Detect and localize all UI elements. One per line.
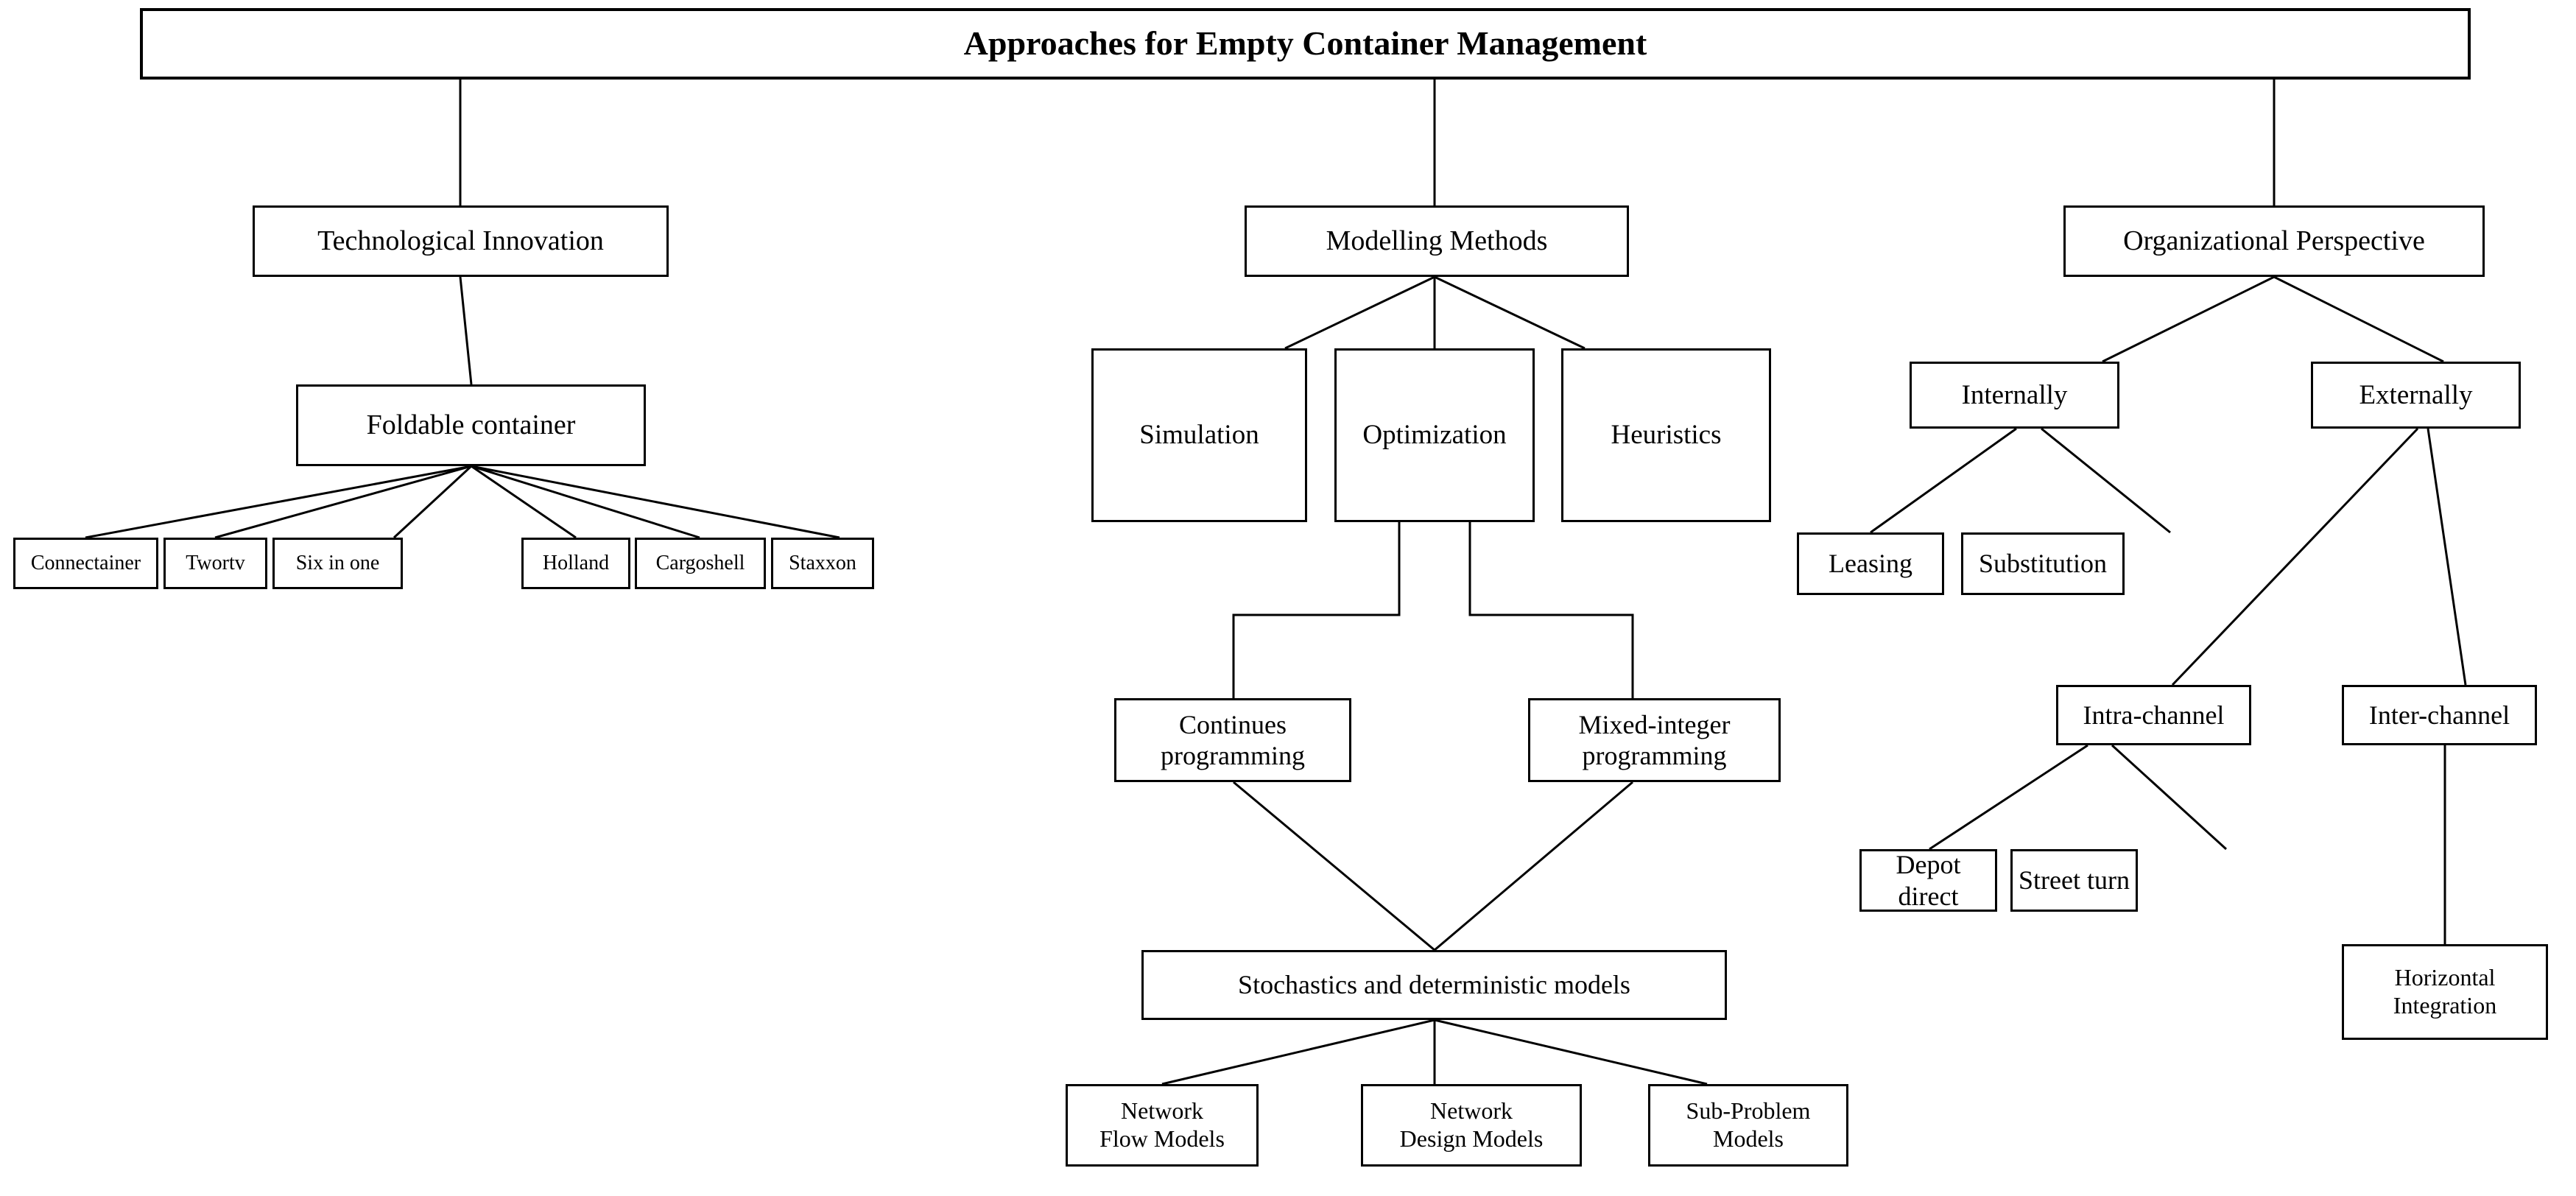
node-network-design-models: Network Design Models (1361, 1084, 1582, 1167)
node-cargoshell-label: Cargoshell (655, 552, 745, 575)
node-stochastics-deterministic-models: Stochastics and deterministic models (1141, 950, 1727, 1020)
node-intra-channel-label: Intra-channel (2083, 700, 2225, 730)
node-horizontal-integration-label: Horizontal Integration (2393, 964, 2497, 1019)
node-foldable-container-label: Foldable container (366, 409, 576, 441)
node-substitution-label: Substitution (1978, 549, 2108, 579)
edge-stochastics-to-subproblem (1434, 1019, 1708, 1086)
node-internally-label: Internally (1961, 379, 2068, 410)
node-holland-label: Holland (542, 552, 610, 575)
edge-foldable-to-connectainer (85, 465, 472, 539)
edge-org-to-externally (2273, 275, 2444, 363)
edge-externally-to-intra (2171, 427, 2419, 686)
node-twortv-label: Twortv (186, 552, 245, 575)
node-leasing: Leasing (1797, 532, 1944, 595)
edge-stochastics-to-flow (1161, 1019, 1435, 1086)
node-intra-channel: Intra-channel (2056, 685, 2251, 745)
node-horizontal-integration: Horizontal Integration (2342, 944, 2548, 1040)
node-street-turn: Street turn (2010, 849, 2138, 912)
node-twortv: Twortv (163, 538, 267, 589)
edge-mixedinteger-to-stochastics (1434, 781, 1633, 951)
node-sub-problem-models-label: Sub-Problem Models (1686, 1097, 1811, 1152)
node-substitution: Substitution (1961, 532, 2125, 595)
edge-tech-to-foldable (459, 276, 473, 385)
edge-modelling-to-heuristics (1434, 275, 1586, 350)
node-network-design-models-label: Network Design Models (1399, 1097, 1544, 1152)
node-technological-innovation-label: Technological Innovation (317, 225, 604, 257)
node-externally: Externally (2311, 362, 2521, 429)
node-connectainer: Connectainer (13, 538, 158, 589)
node-heuristics: Heuristics (1561, 348, 1771, 522)
node-title-label: Approaches for Empty Container Managemen… (963, 24, 1647, 63)
node-depot-direct: Depot direct (1859, 849, 1997, 912)
node-inter-channel: Inter-channel (2342, 685, 2537, 745)
node-externally-label: Externally (2359, 379, 2473, 410)
node-mixed-integer-programming-label: Mixed-integer programming (1578, 709, 1731, 770)
edge-optimization-to-continues (1232, 521, 1401, 698)
edge-foldable-to-cargoshell (471, 465, 700, 539)
node-network-flow-models-label: Network Flow Models (1099, 1097, 1225, 1152)
node-holland: Holland (521, 538, 630, 589)
node-simulation-label: Simulation (1139, 420, 1259, 451)
node-connectainer-label: Connectainer (30, 552, 141, 575)
node-technological-innovation: Technological Innovation (253, 205, 669, 277)
node-title: Approaches for Empty Container Managemen… (140, 8, 2471, 80)
node-organizational-perspective: Organizational Perspective (2063, 205, 2485, 277)
node-six-in-one: Six in one (272, 538, 403, 589)
node-continues-programming-label: Continues programming (1161, 709, 1305, 770)
node-six-in-one-label: Six in one (295, 552, 380, 575)
node-optimization-label: Optimization (1362, 420, 1507, 451)
edge-foldable-to-sixinone (393, 465, 473, 539)
node-modelling-methods-label: Modelling Methods (1326, 225, 1548, 257)
node-continues-programming: Continues programming (1114, 698, 1351, 782)
node-internally: Internally (1910, 362, 2119, 429)
node-street-turn-label: Street turn (2019, 865, 2130, 896)
edge-intra-to-street (2111, 744, 2228, 851)
node-simulation: Simulation (1091, 348, 1307, 522)
node-foldable-container: Foldable container (296, 384, 646, 466)
node-cargoshell: Cargoshell (635, 538, 766, 589)
node-modelling-methods: Modelling Methods (1245, 205, 1629, 277)
edge-org-to-internally (2102, 275, 2275, 363)
node-staxxon-label: Staxxon (789, 552, 856, 575)
node-mixed-integer-programming: Mixed-integer programming (1528, 698, 1781, 782)
node-network-flow-models: Network Flow Models (1066, 1084, 1259, 1167)
edge-externally-to-inter (2427, 428, 2467, 686)
edge-internally-to-leasing (1870, 427, 2017, 534)
edge-modelling-to-simulation (1284, 275, 1435, 350)
node-optimization: Optimization (1334, 348, 1535, 522)
node-depot-direct-label: Depot direct (1896, 850, 1961, 911)
node-heuristics-label: Heuristics (1611, 420, 1722, 451)
node-organizational-perspective-label: Organizational Perspective (2123, 225, 2425, 257)
edge-continues-to-stochastics (1233, 781, 1435, 951)
node-inter-channel-label: Inter-channel (2368, 700, 2510, 730)
edge-optimization-to-mixedinteger (1468, 521, 1634, 698)
node-staxxon: Staxxon (771, 538, 874, 589)
node-sub-problem-models: Sub-Problem Models (1648, 1084, 1848, 1167)
edge-foldable-to-twortv (214, 465, 472, 539)
edge-intra-to-depot (1929, 744, 2088, 851)
edge-internally-to-substitution (2041, 427, 2171, 534)
node-stochastics-deterministic-models-label: Stochastics and deterministic models (1238, 970, 1630, 1000)
edge-foldable-to-staxxon (471, 465, 840, 539)
node-leasing-label: Leasing (1829, 549, 1912, 579)
edge-foldable-to-holland (471, 465, 577, 539)
